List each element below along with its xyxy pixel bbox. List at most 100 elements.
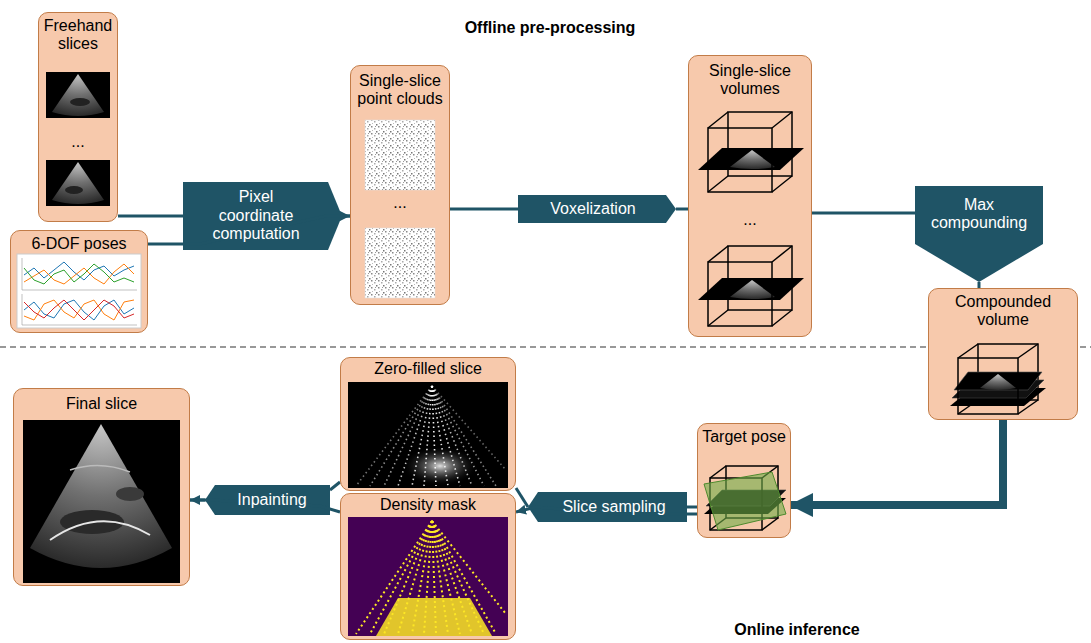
pose-chart-part xyxy=(22,325,137,326)
density-mask-image-part xyxy=(376,598,492,636)
ultrasound-thumbnail-part xyxy=(70,98,90,106)
density-mask-image-part-part xyxy=(384,521,432,634)
zero-filled-image-part xyxy=(348,382,508,488)
arrow-label: Max compounding xyxy=(922,196,1036,233)
ellipsis-text: ... xyxy=(43,133,113,151)
chevron-arrow xyxy=(518,195,676,223)
final-ultrasound-image-part xyxy=(30,424,172,568)
section-title-holder: Online inference xyxy=(734,620,859,639)
pose-chart-part xyxy=(24,264,134,284)
box-title: Final slice xyxy=(18,395,185,413)
pose-chart xyxy=(17,254,141,328)
ellipsis-text: ... xyxy=(355,194,445,212)
compounded-cube-part xyxy=(958,344,978,358)
density-mask-image-part-part xyxy=(432,521,496,634)
point-cloud-thumbnail xyxy=(365,228,435,298)
pose-chart-part xyxy=(17,254,141,328)
volume-cube-part xyxy=(708,262,772,326)
compounded-cube-part xyxy=(958,358,1018,414)
zero-filled-image-part-part xyxy=(432,386,448,486)
volume-cube-part xyxy=(772,246,792,262)
density-mask-image-part-part xyxy=(432,521,436,634)
pose-chart-part xyxy=(24,264,134,284)
flow-arrow xyxy=(190,482,340,515)
connector-stub xyxy=(516,488,528,507)
chevron-arrow xyxy=(183,182,342,250)
flow-arrow xyxy=(118,182,350,250)
target-pose-cube-part xyxy=(704,472,786,530)
section-title: Offline pre-processing xyxy=(465,18,636,37)
pose-chart-part xyxy=(24,300,134,320)
final-ultrasound-image-part xyxy=(116,487,144,501)
ultrasound-thumbnail-part xyxy=(65,186,83,194)
flow-arrow xyxy=(516,488,697,522)
connector-stub xyxy=(687,506,697,509)
chevron-arrow xyxy=(915,186,1043,282)
zero-filled-image-part-part xyxy=(356,386,432,486)
density-mask-image-part xyxy=(356,521,506,634)
ultrasound-thumbnail xyxy=(46,72,110,118)
compounded-cube-part xyxy=(980,374,1016,390)
zero-filled-image-part-part xyxy=(432,386,496,486)
final-ultrasound-image-part xyxy=(70,465,130,472)
arrow-label-holder: Slice sampling xyxy=(544,498,684,516)
box-title: Freehand slices xyxy=(43,17,113,54)
box-title: Single-slice point clouds xyxy=(355,72,445,109)
point-cloud-thumbnail xyxy=(365,120,435,190)
point-cloud-thumbnail-part xyxy=(365,228,435,298)
flow-arrow xyxy=(791,420,1003,505)
compounded-cube xyxy=(950,344,1046,414)
arrow-label-holder: Inpainting xyxy=(217,491,327,509)
section-title: Online inference xyxy=(734,620,859,639)
final-ultrasound-image-part xyxy=(23,420,180,583)
arrow-label: Slice sampling xyxy=(544,498,684,516)
volume-cube-part xyxy=(730,280,775,299)
flow-arrow xyxy=(450,195,688,223)
compounded-cube-part xyxy=(958,400,978,414)
compounded-cube-part xyxy=(954,372,1042,390)
volume-cube-part xyxy=(708,128,772,192)
box-title: Target pose xyxy=(702,428,786,446)
pose-chart-part xyxy=(24,300,134,320)
pose-chart-part xyxy=(24,262,134,280)
ellipsis-text: ... xyxy=(693,211,807,229)
box-title: Compounded volume xyxy=(933,293,1073,330)
arrow-label-holder: Max compounding xyxy=(922,196,1036,233)
zero-filled-image-part-part xyxy=(432,386,506,470)
zero-filled-image-part-part xyxy=(412,386,432,486)
density-mask-image xyxy=(348,517,508,636)
compounded-cube-part xyxy=(1018,400,1038,414)
density-mask-image-part-part xyxy=(370,521,432,634)
compounded-cube-part xyxy=(1018,344,1038,358)
volume-cube-part xyxy=(708,246,728,262)
ultrasound-thumbnail xyxy=(46,160,110,206)
density-mask-image-part-part xyxy=(432,521,472,634)
volume-cube-part xyxy=(772,112,792,128)
volume-cube-part xyxy=(708,112,728,128)
volume-cube-part xyxy=(730,150,775,169)
ultrasound-thumbnail-part xyxy=(52,162,104,204)
volume-cube-part xyxy=(772,176,792,192)
pose-chart-part xyxy=(22,290,137,291)
zero-filled-image-part-part xyxy=(432,386,472,486)
zero-filled-image-part-part xyxy=(432,386,436,486)
arrow-label: Voxelization xyxy=(523,200,663,218)
zero-filled-image-part-part xyxy=(432,386,460,486)
zero-filled-image-part-part xyxy=(424,386,432,486)
connector-line xyxy=(791,420,1003,505)
ultrasound-thumbnail-part xyxy=(46,160,110,206)
ultrasound-thumbnail-part xyxy=(46,72,110,118)
pose-chart-part xyxy=(22,294,23,325)
target-pose-cube-part xyxy=(762,518,778,530)
volume-cube-part xyxy=(708,310,728,326)
target-pose-cube xyxy=(704,466,786,530)
density-mask-image-part-part xyxy=(412,521,432,634)
zero-filled-image-part-part xyxy=(384,386,432,486)
point-cloud-thumbnail-part xyxy=(365,228,435,298)
flow-arrow xyxy=(812,186,1043,288)
volume-cube xyxy=(698,246,804,326)
volume-cube-part xyxy=(698,278,804,300)
density-mask-image-part-part xyxy=(356,521,432,634)
